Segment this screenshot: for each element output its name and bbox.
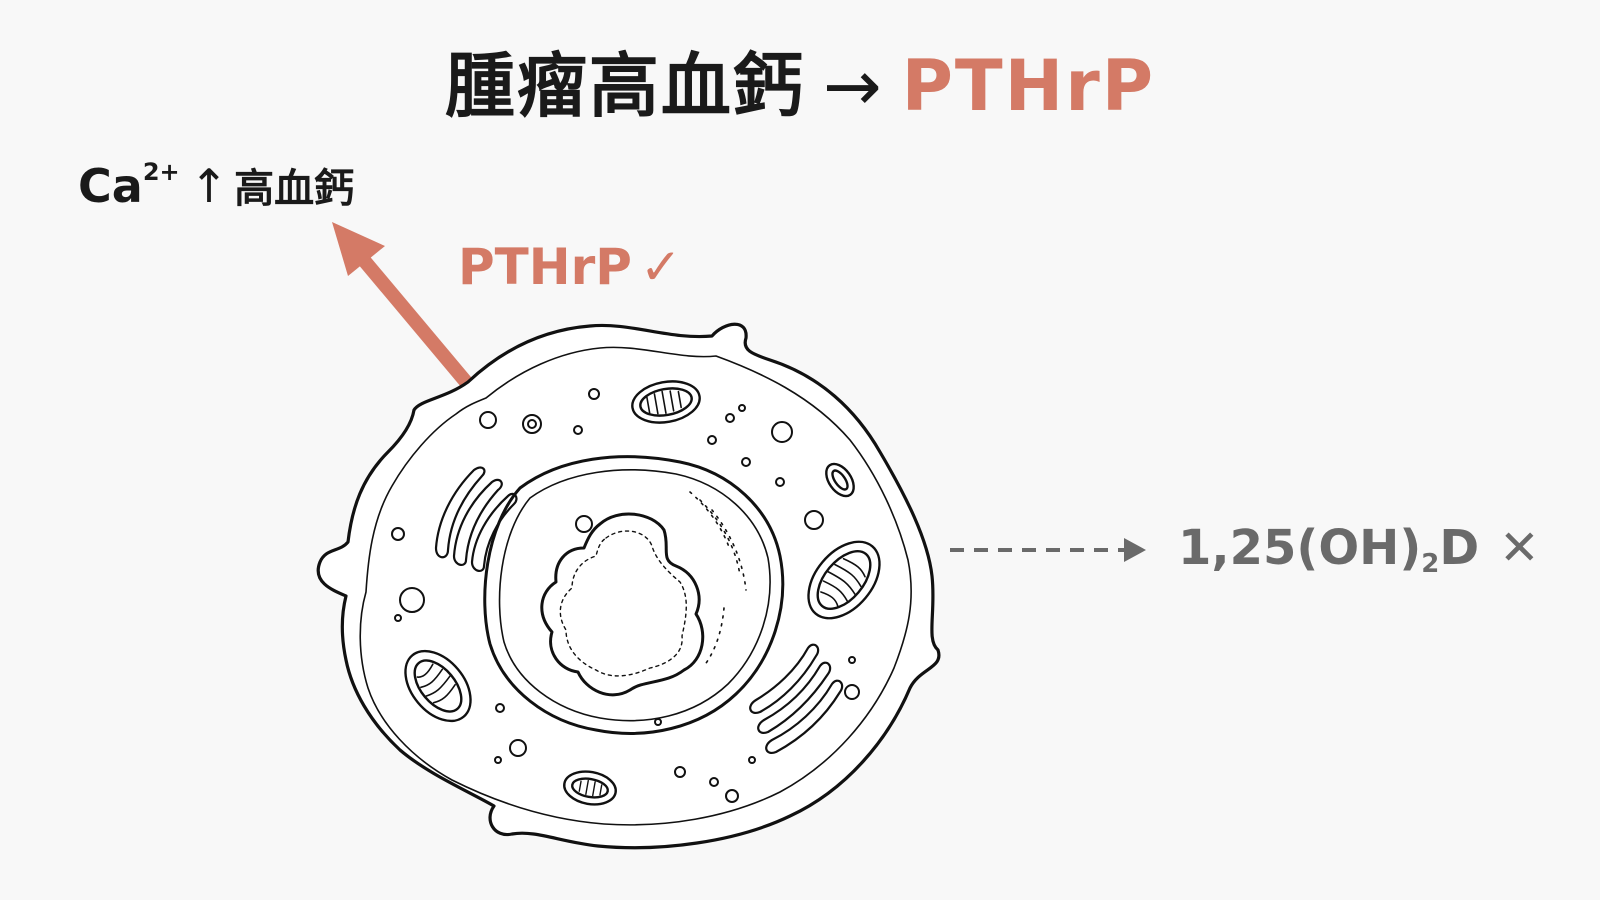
mitochondrion-right [807, 540, 881, 620]
nucleolus [540, 512, 705, 697]
vitamin-d-subscript: 2 [1421, 549, 1440, 579]
title-accent: PTHrP [901, 45, 1156, 127]
mitochondrion-bottom [563, 770, 617, 806]
pthrp-secretion-arrow [332, 222, 472, 387]
mitochondrion-left [404, 649, 472, 723]
tumor-cell [316, 322, 941, 850]
calcium-condition: 高血鈣 [234, 166, 355, 212]
title-main: 腫瘤高血鈣 [444, 45, 805, 127]
mitochondrion-small [825, 462, 855, 498]
calcium-up-arrow: ↑ [189, 159, 229, 213]
page-title: 腫瘤高血鈣→PTHrP [0, 30, 1600, 131]
calcium-charge: 2+ [142, 158, 180, 186]
vitamin-d-label: 1,25(OH)2D ✕ [1178, 520, 1539, 579]
pthrp-text: PTHrP [458, 238, 632, 296]
mitochondrion-top [631, 380, 701, 424]
title-arrow: → [822, 45, 884, 127]
vitamin-d-prefix: 1,25(OH) [1178, 520, 1422, 576]
endoplasmic-reticulum-right [749, 643, 844, 754]
vitamin-d-dashed-arrow [950, 538, 1146, 562]
pthrp-label: PTHrP✓ [458, 238, 682, 296]
calcium-ion: Ca [78, 159, 143, 213]
calcium-label: Ca2+ ↑高血鈣 [78, 156, 354, 214]
cross-icon: ✕ [1499, 520, 1540, 576]
endoplasmic-reticulum-left [434, 466, 518, 572]
vitamin-d-suffix: D [1439, 520, 1480, 576]
check-icon: ✓ [639, 238, 682, 296]
vesicles [391, 388, 860, 803]
